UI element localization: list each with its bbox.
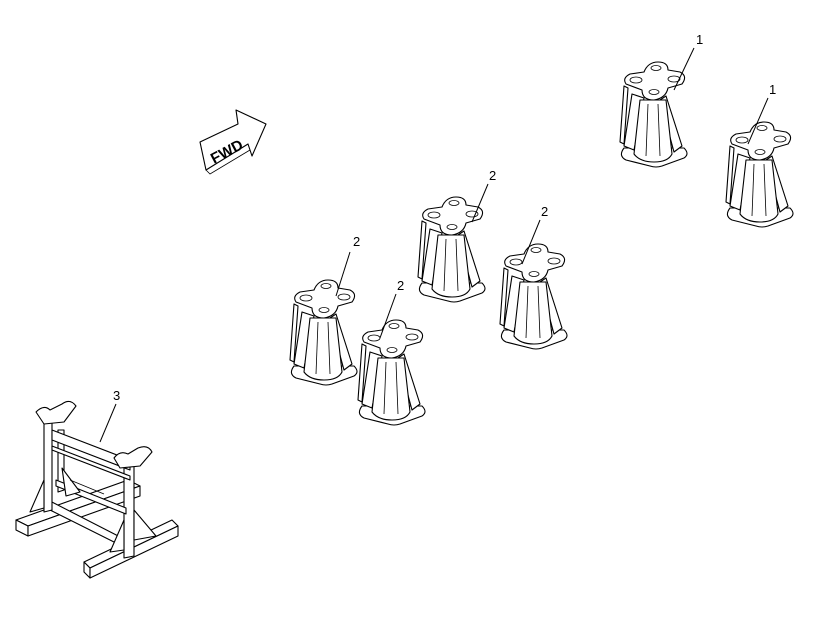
stand-item-1-front xyxy=(725,121,794,228)
stand-item-2-right xyxy=(499,243,568,350)
fwd-arrow-icon: FWD xyxy=(199,109,267,175)
stand-item-1-rear xyxy=(619,61,688,168)
callout-1-rear: 1 xyxy=(696,32,703,47)
callout-2-right: 2 xyxy=(541,204,548,219)
callout-3: 3 xyxy=(113,388,120,403)
callout-2-left: 2 xyxy=(353,234,360,249)
callout-1-front: 1 xyxy=(769,82,776,97)
callout-2-back: 2 xyxy=(489,168,496,183)
stand-item-2-back xyxy=(417,196,486,303)
stand-item-2-left xyxy=(289,279,358,386)
stand-item-2-front xyxy=(357,319,426,426)
callout-labels: 1 1 2 2 2 2 3 xyxy=(113,32,776,403)
leader-lines xyxy=(99,47,769,443)
cradle-frame-item-3 xyxy=(15,400,179,579)
callout-2-front: 2 xyxy=(397,278,404,293)
